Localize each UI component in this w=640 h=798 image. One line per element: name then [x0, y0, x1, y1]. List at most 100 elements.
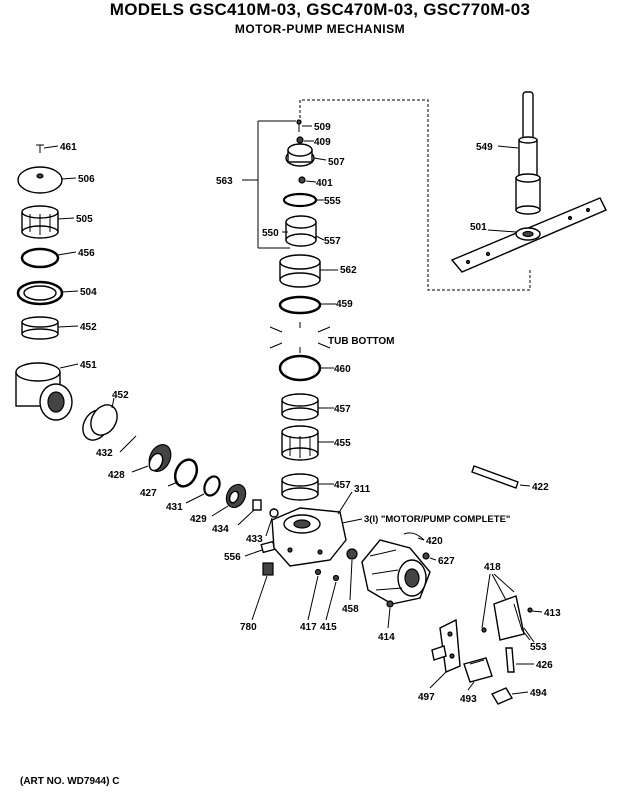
- callout-494: 494: [530, 688, 547, 699]
- callout-457-lower: 457: [334, 480, 351, 491]
- callout-417: 417: [300, 622, 317, 633]
- callout-409: 409: [314, 137, 331, 148]
- part-458-fitting: [346, 548, 358, 601]
- part-460-ring: [278, 354, 334, 382]
- callout-427: 427: [140, 488, 157, 499]
- part-456-ring: [20, 247, 77, 269]
- part-549-tube: [497, 91, 541, 215]
- callout-459: 459: [336, 299, 353, 310]
- part-457-band-upper: [281, 393, 334, 421]
- part-459-ring: [278, 295, 336, 315]
- part-461-screw: [36, 144, 59, 153]
- callout-401: 401: [316, 178, 333, 189]
- callout-563: 563: [216, 176, 233, 187]
- part-562-hub: [279, 254, 338, 288]
- part-311-pump-housing: [271, 491, 353, 567]
- callout-509: 509: [314, 122, 331, 133]
- callout-553: 553: [530, 642, 547, 653]
- callout-415: 415: [320, 622, 337, 633]
- page-subtitle: MOTOR-PUMP MECHANISM: [234, 22, 406, 36]
- callout-497: 497: [418, 692, 435, 703]
- part-451-housing: [15, 362, 79, 421]
- dashed-connector: [299, 99, 531, 291]
- part-429-seal: [211, 483, 247, 517]
- part-557-filter: [282, 215, 325, 247]
- callout-507: 507: [328, 157, 345, 168]
- callout-426: 426: [536, 660, 553, 671]
- part-504-ring: [16, 280, 79, 306]
- callout-460: 460: [334, 364, 351, 375]
- part-506-cap: [17, 166, 77, 194]
- part-555-ring: [282, 192, 324, 208]
- part-432-pin: [119, 435, 137, 453]
- part-457-band-lower: [281, 473, 334, 501]
- callout-549: 549: [476, 142, 493, 153]
- callout-555: 555: [324, 196, 341, 207]
- part-627-clip: [422, 552, 437, 561]
- callout-456: 456: [78, 248, 95, 259]
- callout-780: 780: [240, 622, 257, 633]
- callout-429: 429: [190, 514, 207, 525]
- callout-432: 432: [96, 448, 113, 459]
- part-417-clip: [307, 568, 322, 621]
- part-563-bracket: [242, 120, 296, 249]
- part-509-screw: [296, 119, 312, 132]
- part-428-impeller: [131, 444, 172, 473]
- callout-506: 506: [78, 174, 95, 185]
- callout-627: 627: [438, 556, 455, 567]
- part-501-spray-arm: [450, 197, 607, 273]
- part-413-screw: [527, 607, 543, 613]
- part-414-bolt: [386, 600, 394, 629]
- callout-428: 428: [108, 470, 125, 481]
- part-311-leader: [341, 518, 363, 524]
- part-452-band: [21, 316, 79, 340]
- part-427-seal: [167, 458, 199, 488]
- callout-493: 493: [460, 694, 477, 705]
- part-420-wire: [403, 532, 425, 541]
- callout-451: 451: [80, 360, 97, 371]
- part-415-clip: [325, 574, 340, 621]
- part-434-spacer: [237, 499, 262, 526]
- callout-434: 434: [212, 524, 229, 535]
- callout-420: 420: [426, 536, 443, 547]
- callout-562: 562: [340, 265, 357, 276]
- part-433-nut: [265, 508, 279, 537]
- part-418-bracket: [481, 573, 525, 641]
- part-494-actuator: [490, 687, 529, 705]
- callout-504: 504: [80, 287, 97, 298]
- part-556-bushing: [244, 540, 276, 557]
- callout-457-upper: 457: [334, 404, 351, 415]
- callout-505: 505: [76, 214, 93, 225]
- tub-bottom-marker: [269, 322, 331, 353]
- callout-418: 418: [484, 562, 501, 573]
- part-431-ring: [185, 475, 221, 504]
- part-780-spring: [251, 562, 274, 621]
- callout-311: 311: [354, 484, 371, 495]
- callout-431: 431: [166, 502, 183, 513]
- callout-422: 422: [532, 482, 549, 493]
- part-497-mount-bracket: [429, 618, 461, 689]
- part-motor: [361, 539, 431, 605]
- part-409-washer: [296, 136, 314, 144]
- part-505-filter: [21, 205, 75, 239]
- callout-452-impeller: 452: [112, 390, 129, 401]
- callout-455: 455: [334, 438, 351, 449]
- callout-458: 458: [342, 604, 359, 615]
- part-455-filter: [281, 425, 334, 461]
- part-452-impeller-band: [82, 397, 118, 441]
- part-401-washer: [298, 176, 317, 184]
- part-422-strip: [471, 465, 531, 489]
- callout-556: 556: [224, 552, 241, 563]
- part-426-pin: [505, 647, 534, 673]
- motor-pump-complete-label: 3(I) "MOTOR/PUMP COMPLETE": [364, 514, 510, 525]
- callout-550: 550: [262, 228, 279, 239]
- callout-414: 414: [378, 632, 395, 643]
- callout-501: 501: [470, 222, 487, 233]
- callout-557: 557: [324, 236, 341, 247]
- callout-461: 461: [60, 142, 77, 153]
- part-507-hub: [285, 143, 327, 167]
- part-553-spring: [513, 603, 535, 643]
- callout-452: 452: [80, 322, 97, 333]
